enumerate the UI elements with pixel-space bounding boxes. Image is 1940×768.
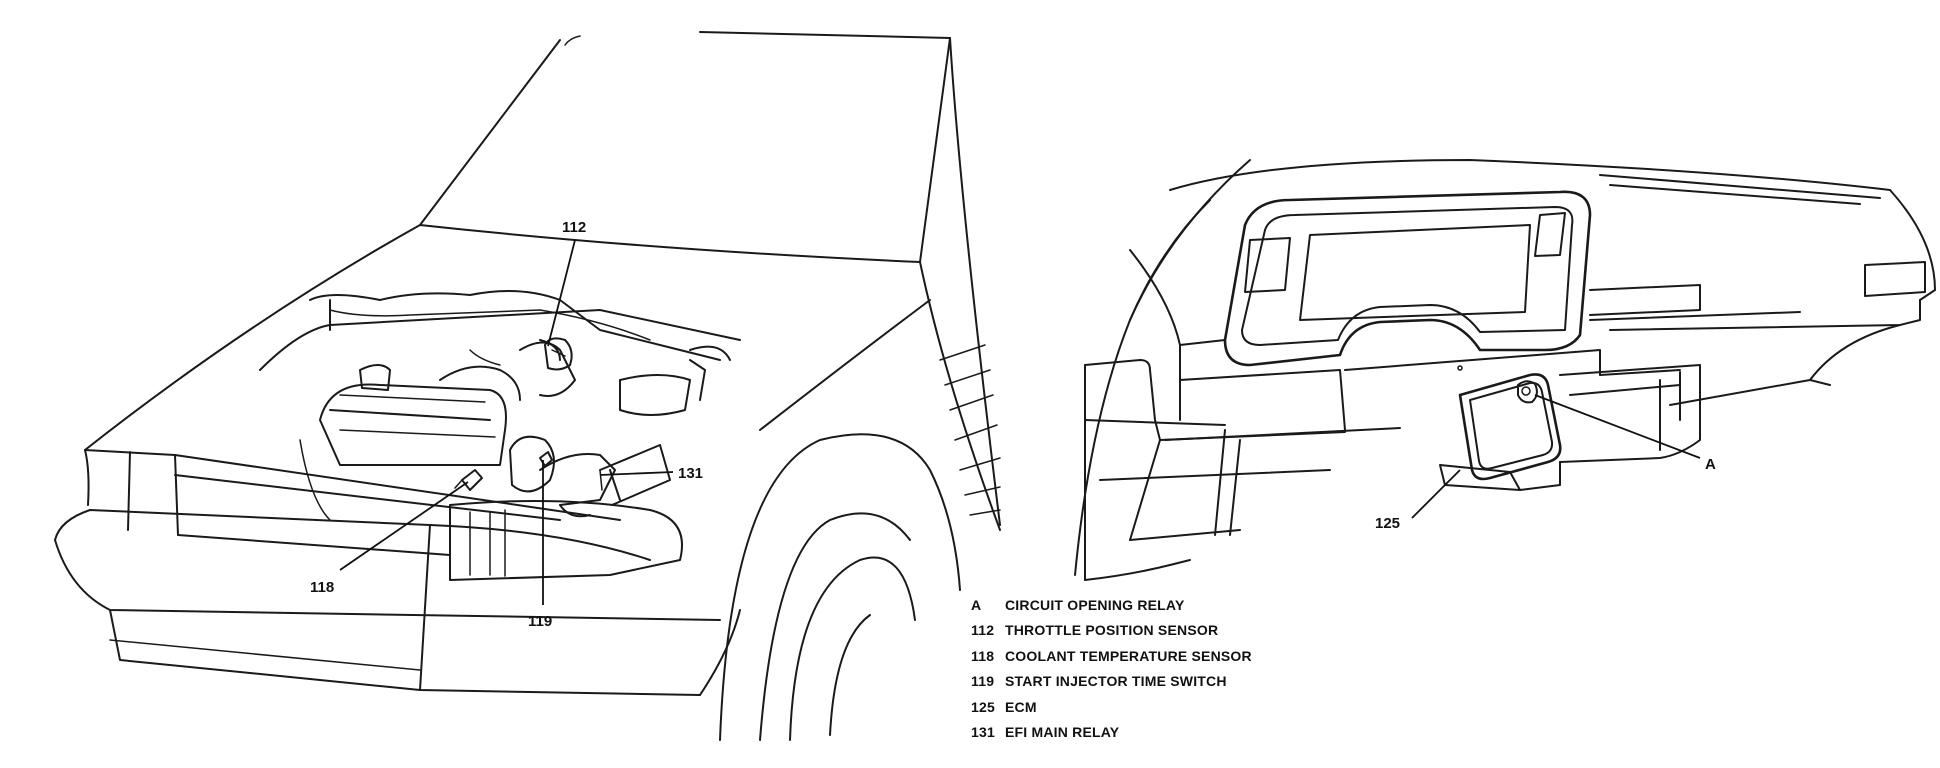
legend-row: 112 THROTTLE POSITION SENSOR (935, 618, 1252, 644)
legend-row: 119 START INJECTOR TIME SWITCH (935, 669, 1252, 695)
legend-label: EFI MAIN RELAY (1005, 724, 1120, 741)
legend-label: START INJECTOR TIME SWITCH (1005, 673, 1227, 690)
legend-key: 131 (971, 724, 995, 741)
legend-label: COOLANT TEMPERATURE SENSOR (1005, 647, 1252, 664)
legend-key: 112 (971, 622, 995, 639)
component-legend: A CIRCUIT OPENING RELAY 112 THROTTLE POS… (935, 592, 1252, 745)
legend-label: THROTTLE POSITION SENSOR (1005, 622, 1219, 639)
callout-131: 131 (678, 465, 703, 482)
legend-label: CIRCUIT OPENING RELAY (1005, 596, 1185, 613)
legend-row: 131 EFI MAIN RELAY (935, 720, 1252, 746)
car-front-illustration (54, 31, 1001, 741)
legend-key: 125 (971, 698, 995, 715)
legend-key: 119 (971, 673, 995, 690)
legend-row: 118 COOLANT TEMPERATURE SENSOR (935, 643, 1252, 669)
callout-125: 125 (1375, 515, 1400, 532)
callout-A: A (1705, 456, 1716, 473)
callout-labels: 112 118 119 131 125 A (310, 219, 1716, 630)
legend-label: ECM (1005, 698, 1037, 715)
callout-119: 119 (528, 613, 552, 630)
legend-key: 118 (971, 647, 995, 664)
legend-row: A CIRCUIT OPENING RELAY (935, 592, 1252, 618)
dashboard-illustration (1074, 159, 1936, 581)
leader-lines (339, 239, 1701, 605)
callout-118: 118 (310, 579, 334, 596)
legend-key: A (971, 596, 982, 613)
legend-row: 125 ECM (935, 694, 1252, 720)
callout-112: 112 (562, 219, 586, 236)
